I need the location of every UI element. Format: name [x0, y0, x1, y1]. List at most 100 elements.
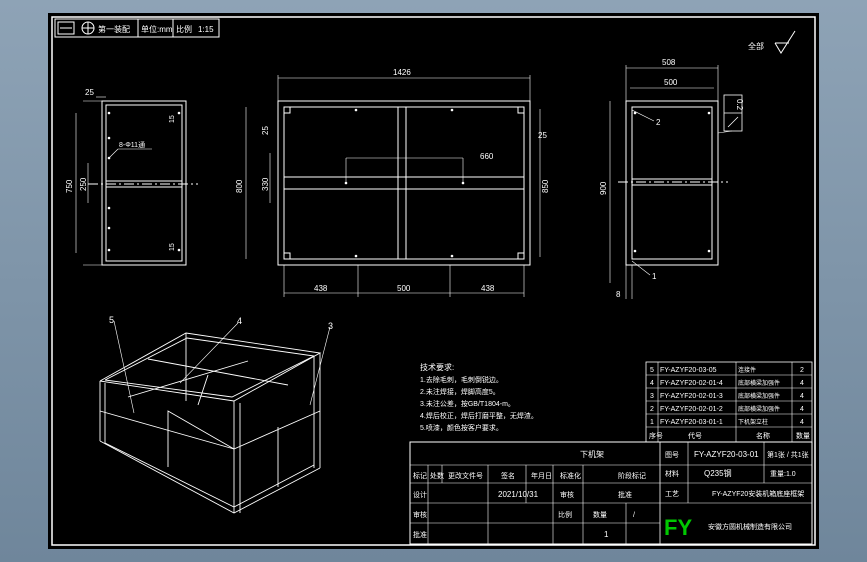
title-block: 下机架 图号 FY-AZYF20-03-01 第1张 / 共1张 标记 处数 更…: [409, 441, 813, 545]
parts-list: 5 FY-AZYF20-03-05 连接件 2 4 FY-AZYF20-02-0…: [645, 361, 813, 443]
unit-label: 单位:mm: [141, 24, 173, 34]
svg-text:比例: 比例: [558, 510, 572, 519]
dim-800: 800: [235, 179, 244, 193]
svg-text:FY-AZYF20-02-01-3: FY-AZYF20-02-01-3: [660, 393, 723, 400]
svg-text:4: 4: [800, 380, 804, 387]
dim-438-left: 438: [314, 284, 328, 293]
svg-text:4: 4: [800, 419, 804, 426]
tb-drawing-no-label: 图号: [665, 451, 679, 459]
svg-text:审核: 审核: [413, 510, 427, 519]
svg-text:FY-AZYF20-02-01-4: FY-AZYF20-02-01-4: [660, 380, 723, 387]
dim-25-left: 25: [85, 88, 94, 97]
dim-508: 508: [662, 58, 676, 67]
tech-line-3: 3.未注公差，按GB/T1804-m。: [420, 399, 515, 408]
dim-1426: 1426: [393, 68, 411, 77]
svg-text:标准化: 标准化: [560, 471, 581, 480]
tb-count: 1: [604, 530, 609, 539]
dim-side-500: 500: [664, 78, 678, 87]
svg-text:FY-AZYF20-03-05: FY-AZYF20-03-05: [660, 367, 717, 374]
svg-text:处数: 处数: [430, 471, 444, 480]
scale-label: 比例: [176, 24, 192, 34]
dim-25-front-right: 25: [538, 131, 547, 140]
tb-material: Q235钢: [704, 468, 732, 478]
svg-text:更改文件号: 更改文件号: [448, 471, 483, 480]
tech-line-5: 5.喷漆，颜色按客户要求。: [420, 423, 503, 432]
tech-line-1: 1.去除毛刺，毛刺倒锐边。: [420, 375, 503, 384]
dim-8: 8: [616, 290, 621, 299]
leader-2: 2: [656, 118, 661, 127]
svg-text:1: 1: [650, 419, 654, 426]
leader-1: 1: [652, 272, 657, 281]
svg-text:数量: 数量: [796, 431, 810, 440]
svg-text:材料: 材料: [665, 469, 679, 478]
svg-text:4: 4: [800, 406, 804, 413]
tech-title: 技术要求:: [420, 362, 454, 372]
left-end-view: 750 250 25 15 15 8-Φ11通: [65, 88, 198, 266]
top-left-label-block: 第一装配 单位:mm 比例 1:15: [54, 18, 220, 38]
svg-text:2: 2: [800, 367, 804, 374]
dim-660: 660: [480, 152, 494, 161]
svg-text:年月日: 年月日: [531, 471, 552, 480]
tb-sheet-info: 第1张 / 共1张: [767, 450, 809, 459]
svg-text:下机架立柱: 下机架立柱: [738, 418, 768, 426]
dim-15-bottom: 15: [169, 243, 176, 251]
svg-text:序号: 序号: [649, 431, 663, 440]
svg-text:FY-AZYF20-03-01-1: FY-AZYF20-03-01-1: [660, 419, 723, 426]
svg-text:标记: 标记: [413, 471, 427, 480]
tb-process: FY-AZYF20安装机箱底座框架: [712, 489, 804, 498]
tech-line-4: 4.焊后校正，焊后打磨平整，无焊渣。: [420, 411, 538, 420]
drawing-sheet[interactable]: 第一装配 单位:mm 比例 1:15 全部 750 250 25 15 15: [48, 13, 819, 549]
sheet-border: [51, 16, 816, 546]
svg-text:4: 4: [650, 380, 654, 387]
svg-text:2: 2: [650, 406, 654, 413]
company-logo: FY: [664, 515, 692, 540]
tb-weight: 重量:1.0: [770, 470, 796, 478]
svg-text:工艺: 工艺: [665, 490, 679, 498]
balloon-3: 3: [328, 321, 333, 331]
flatness-value: 0.2: [735, 99, 744, 111]
roughness-symbol: 全部: [748, 30, 796, 54]
side-view: 508 500 900 2 1 8 0.2: [599, 58, 744, 299]
tb-company: 安徽方圆机械制造有限公司: [708, 522, 792, 531]
drawing-canvas: 第一装配 单位:mm 比例 1:15 全部 750 250 25 15 15: [51, 16, 816, 546]
svg-text:阶段标记: 阶段标记: [618, 471, 646, 480]
svg-text:全部: 全部: [748, 41, 764, 51]
svg-text:审核: 审核: [560, 490, 574, 499]
dim-250: 250: [79, 177, 88, 191]
svg-text:3: 3: [650, 393, 654, 400]
svg-text:5: 5: [650, 367, 654, 374]
svg-text:底部横梁加强件: 底部横梁加强件: [738, 392, 780, 400]
hole-note: 8-Φ11通: [119, 140, 145, 149]
dim-900: 900: [599, 181, 608, 195]
sheet-label: 第一装配: [98, 24, 130, 34]
dim-330: 330: [261, 177, 270, 191]
dim-438-right: 438: [481, 284, 495, 293]
svg-text:批准: 批准: [413, 530, 427, 539]
dim-25-front-left: 25: [261, 126, 270, 135]
tb-drawing-no: FY-AZYF20-03-01: [694, 450, 759, 459]
svg-text:代号: 代号: [688, 431, 702, 440]
svg-text:名称: 名称: [756, 431, 770, 440]
scale-value: 1:15: [198, 25, 214, 34]
tech-line-2: 2.未注焊接，焊脚高度5。: [420, 387, 500, 396]
svg-text:批准: 批准: [618, 490, 632, 499]
front-view: 1426 660 800 330 25 850 25 438 500 438: [235, 68, 550, 297]
svg-text:底部横梁加强件: 底部横梁加强件: [738, 405, 780, 413]
dim-850: 850: [541, 179, 550, 193]
balloon-5: 5: [109, 315, 114, 325]
isometric-view: 5 4 3: [99, 315, 333, 514]
tb-part-name: 下机架: [580, 449, 604, 459]
tb-date: 2021/10/31: [498, 490, 539, 499]
dim-15-top: 15: [169, 115, 176, 123]
balloon-4: 4: [237, 316, 242, 326]
svg-text:底部横梁加强件: 底部横梁加强件: [738, 379, 780, 387]
dim-750: 750: [65, 179, 74, 193]
svg-text:数量: 数量: [593, 510, 607, 519]
dim-500: 500: [397, 284, 411, 293]
svg-text:4: 4: [800, 393, 804, 400]
svg-text:/: /: [633, 512, 635, 519]
svg-text:连接件: 连接件: [738, 366, 756, 374]
svg-text:FY-AZYF20-02-01-2: FY-AZYF20-02-01-2: [660, 406, 723, 413]
svg-text:签名: 签名: [501, 471, 515, 480]
